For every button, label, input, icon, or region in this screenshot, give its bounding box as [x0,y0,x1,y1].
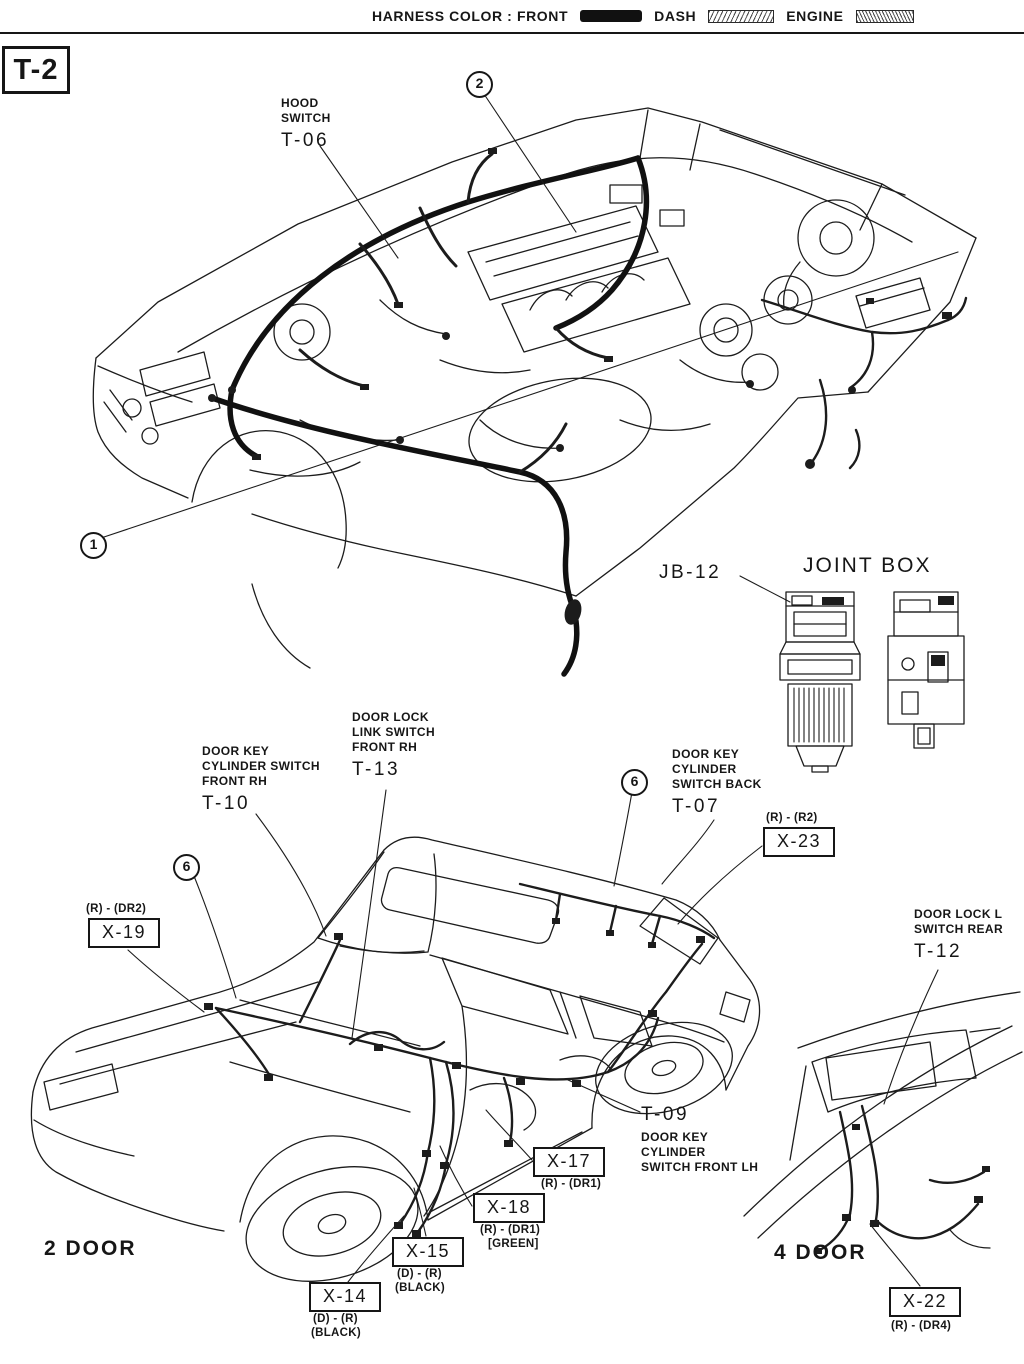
label-t07: DOOR KEY CYLINDER SWITCH BACK T-07 [672,747,762,819]
label-hood-switch-line2: SWITCH [281,111,331,125]
engine-harness-swatch [855,9,914,23]
caption-4-door: 4 DOOR [774,1241,867,1264]
caption-2-door: 2 DOOR [44,1237,137,1260]
label-hood-switch: HOOD SWITCH T-06 [281,96,331,153]
label-t13-line2: LINK SWITCH [352,725,436,739]
label-t13-line3: FRONT RH [352,740,418,754]
legend-title: HARNESS COLOR : FRONT [372,8,569,24]
connector-x19-note: (R) - (DR2) [86,903,147,915]
harness-color-legend: HARNESS COLOR : FRONT DASH ENGINE [372,8,914,24]
label-hood-switch-code: T-06 [281,130,330,151]
label-t12: DOOR LOCK L SWITCH REAR T-12 [914,907,1003,964]
header-rule [0,32,1024,34]
page-code-box: T-2 [2,46,70,94]
connector-x14-note: (D) - (R) [313,1313,358,1325]
label-t12-line1: DOOR LOCK L [914,907,1003,921]
connector-x18-note: (R) - (DR1) [480,1224,541,1236]
label-t07-line1: DOOR KEY [672,747,740,761]
connector-x15-note: (D) - (R) [397,1268,442,1280]
engine-bay-illustration [92,107,977,677]
dash-harness-swatch [708,9,775,23]
connector-x14-box: X-14 [309,1282,382,1312]
label-t07-code: T-07 [672,796,721,817]
callout-6-left-badge: 6 [173,854,200,881]
label-t07-line2: CYLINDER [672,762,737,776]
four-door-car-illustration [743,991,1023,1254]
label-jb12: JB-12 [659,562,722,583]
label-t13: DOOR LOCK LINK SWITCH FRONT RH T-13 [352,710,435,782]
label-t07-line3: SWITCH BACK [672,777,762,791]
connector-x23-note: (R) - (R2) [766,812,818,824]
label-t10: DOOR KEY CYLINDER SWITCH FRONT RH T-10 [202,744,320,816]
legend-engine-label: ENGINE [786,8,844,24]
label-t10-line2: CYLINDER SWITCH [202,759,320,773]
label-t09: T-09 DOOR KEY CYLINDER SWITCH FRONT LH [641,1103,758,1175]
label-t13-line1: DOOR LOCK [352,710,429,724]
joint-box-illustration [779,591,965,773]
label-hood-switch-line1: HOOD [281,96,319,110]
harness-grommet [564,599,582,625]
legend-dash-label: DASH [654,8,697,24]
label-t09-code: T-09 [641,1104,690,1125]
label-t12-code: T-12 [914,941,963,962]
front-harness-swatch [580,10,643,22]
label-t09-line1: DOOR KEY [641,1130,709,1144]
connector-x18-box: X-18 [473,1193,546,1223]
label-t09-line2: CYLINDER [641,1145,706,1159]
connector-x23-box: X-23 [763,827,836,857]
label-t10-line1: DOOR KEY [202,744,270,758]
label-joint-box: JOINT BOX [803,554,932,577]
connector-x15-note2: (BLACK) [395,1282,446,1294]
connector-x17-note: (R) - (DR1) [541,1178,602,1190]
connector-x15-box: X-15 [392,1237,465,1267]
label-t10-code: T-10 [202,793,251,814]
label-t13-code: T-13 [352,759,401,780]
label-t10-line3: FRONT RH [202,774,268,788]
connector-x17-box: X-17 [533,1147,606,1177]
two-door-car-illustration [30,836,761,1282]
callout-2-badge: 2 [466,71,493,98]
connector-x14-note2: (BLACK) [311,1327,362,1339]
callout-6-upper-badge: 6 [621,769,648,796]
connector-x22-box: X-22 [889,1287,962,1317]
label-t12-line2: SWITCH REAR [914,922,1004,936]
leader-lines [100,93,959,1287]
connector-x22-note: (R) - (DR4) [891,1320,952,1332]
label-t09-line3: SWITCH FRONT LH [641,1160,759,1174]
connector-x18-note2: [GREEN] [488,1238,539,1250]
connector-x19-box: X-19 [88,918,161,948]
callout-1-badge: 1 [80,532,107,559]
